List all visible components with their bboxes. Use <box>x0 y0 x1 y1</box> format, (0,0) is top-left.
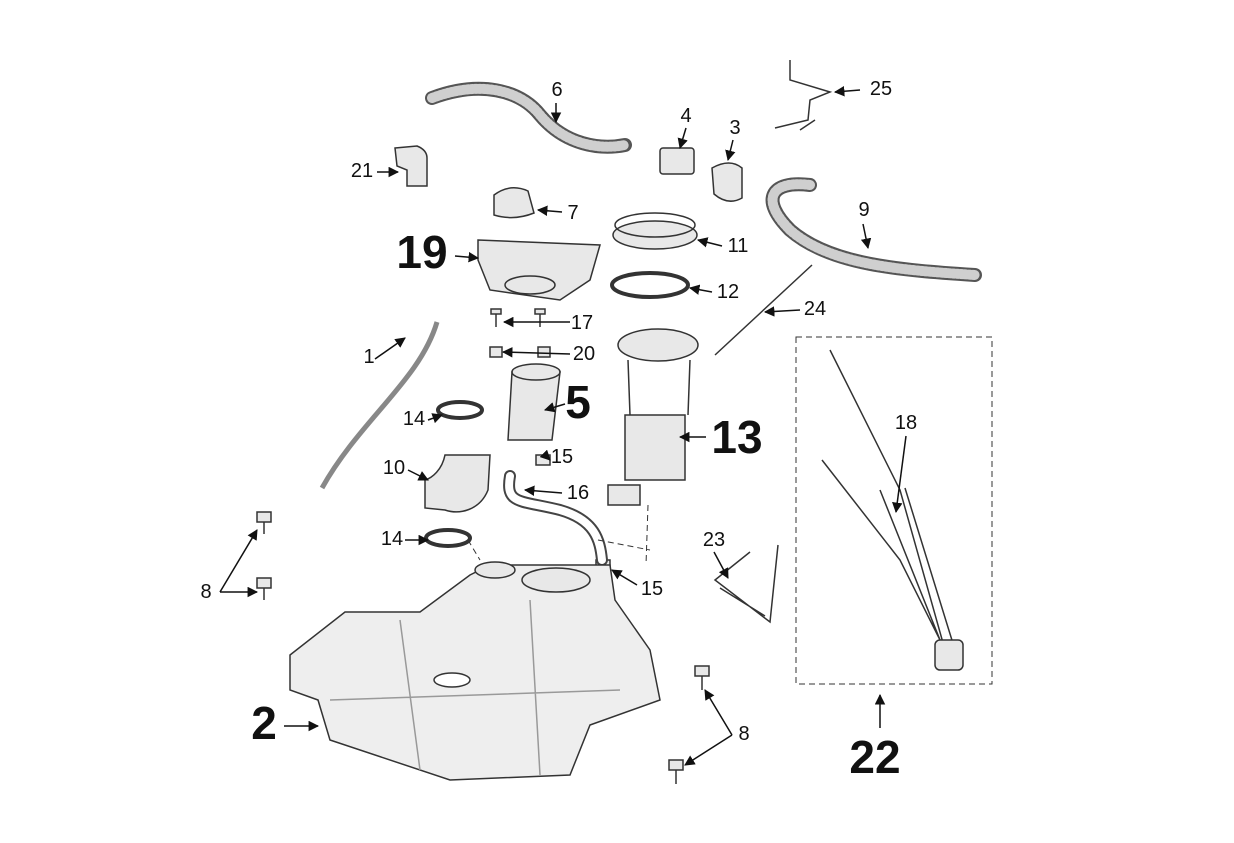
callout-19: 19 <box>396 226 448 278</box>
filler-neck-5 <box>507 371 561 441</box>
callout-23: 23 <box>702 529 726 551</box>
bolts-8-right <box>668 665 710 784</box>
bolts-8-left <box>256 511 272 600</box>
cap-7 <box>493 187 535 219</box>
leader-arrows <box>219 86 907 766</box>
callout-21: 21 <box>350 160 374 182</box>
callout-9: 9 <box>858 199 870 221</box>
seal-12 <box>610 271 690 299</box>
callout-25: 25 <box>869 78 893 100</box>
callout-11: 11 <box>727 235 749 257</box>
callout-8-left: 8 <box>200 581 212 603</box>
callout-1: 1 <box>363 346 375 368</box>
bracket-23 <box>713 544 779 624</box>
callout-2: 2 <box>251 697 277 749</box>
callout-20: 20 <box>572 343 596 365</box>
callout-12: 12 <box>716 281 740 303</box>
fuel-tank-2 <box>289 561 661 781</box>
callout-3: 3 <box>729 117 741 139</box>
clamp-14-lower <box>424 528 472 548</box>
fuel-pump-13 <box>607 328 699 506</box>
callout-16: 16 <box>566 482 590 504</box>
callout-15-lower: 15 <box>640 578 664 600</box>
callout-10: 10 <box>382 457 406 479</box>
callout-14-upper: 14 <box>402 408 426 430</box>
callout-15-upper: 15 <box>550 446 574 468</box>
fuel-line-assembly-22 <box>821 349 964 671</box>
elbow-hose-10 <box>424 454 491 513</box>
callout-13: 13 <box>711 411 763 463</box>
callout-22: 22 <box>849 731 901 783</box>
fuel-filter-4 <box>659 147 695 175</box>
callout-8-right: 8 <box>738 723 750 745</box>
bracket-25 <box>774 60 833 131</box>
assembly-22-boundary <box>795 336 993 685</box>
callout-6: 6 <box>551 79 563 101</box>
clamp-14-upper <box>436 400 484 420</box>
cable-24 <box>714 264 813 356</box>
hose-6 <box>425 81 632 154</box>
callout-7: 7 <box>567 202 579 224</box>
hose-9 <box>765 177 982 282</box>
fitting-15-upper <box>535 454 551 466</box>
callout-5: 5 <box>565 376 591 428</box>
callout-14-lower: 14 <box>380 528 404 550</box>
callout-17: 17 <box>570 312 594 334</box>
bolts-17 <box>490 308 546 327</box>
callout-24: 24 <box>803 298 827 320</box>
callout-4: 4 <box>680 105 692 127</box>
tube-1 <box>319 321 440 490</box>
callout-18: 18 <box>894 412 918 434</box>
cap-21 <box>394 145 428 187</box>
lock-ring-11 <box>612 220 698 250</box>
clamp-3 <box>711 162 743 202</box>
